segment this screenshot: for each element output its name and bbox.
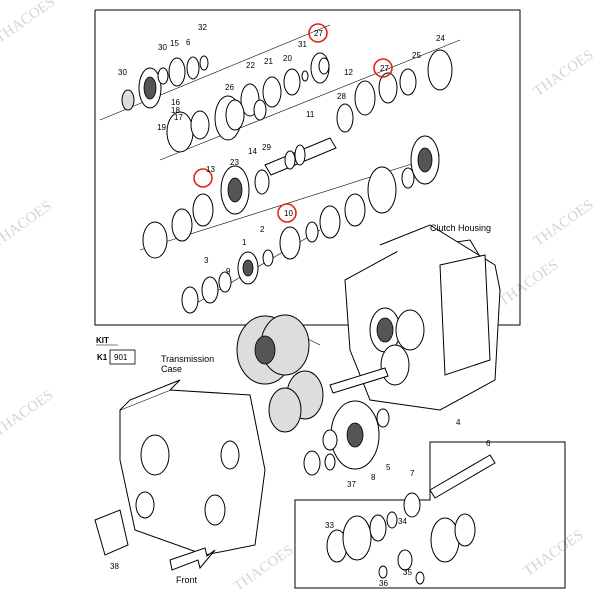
callout: 30 (118, 68, 127, 77)
callout: 26 (225, 83, 234, 92)
front-label: Front (176, 575, 198, 585)
callout: 20 (283, 54, 292, 63)
transmission-case (119, 379, 266, 556)
callout: 35 (403, 568, 412, 577)
kit-label: KIT (96, 336, 109, 345)
callout: 36 (379, 579, 388, 588)
callout: 11 (306, 110, 315, 119)
lower-detail-frame (294, 441, 566, 589)
highlight-part-27 (193, 23, 393, 223)
callout: 31 (298, 40, 307, 49)
callout: 25 (412, 51, 421, 60)
callout: 15 (170, 39, 179, 48)
row4-parts (181, 221, 321, 314)
callout: 38 (110, 562, 119, 571)
callout: 14 (248, 147, 257, 156)
row1-parts (99, 24, 331, 121)
callout: 27 (380, 64, 389, 73)
watermark: THACOES (531, 47, 597, 100)
callout: 7 (410, 469, 415, 478)
callout: 29 (262, 143, 271, 152)
callout: 4 (456, 418, 461, 427)
callout: 30 (158, 43, 167, 52)
callout: 6 (186, 38, 191, 47)
transmission-case-label-1: Transmission (161, 354, 214, 364)
callout: 9 (226, 267, 231, 276)
callout: 24 (436, 34, 445, 43)
callout: 27 (314, 29, 323, 38)
callout: 12 (344, 68, 353, 77)
callout: 21 (264, 57, 273, 66)
callout: 37 (347, 480, 356, 489)
callout: 2 (260, 225, 265, 234)
callout: 5 (386, 463, 391, 472)
callout: 6 (486, 439, 491, 448)
callout: 3 (204, 256, 209, 265)
lower-left-parts (94, 491, 155, 556)
callout: 16 (171, 98, 180, 107)
watermark: THACOES (0, 198, 55, 251)
callout: 1 (242, 238, 247, 247)
callout: 28 (337, 92, 346, 101)
front-arrow-icon (169, 547, 216, 571)
shaft-11 (264, 137, 337, 176)
callout: 34 (398, 517, 407, 526)
callout: 17 (174, 113, 183, 122)
callout: 8 (371, 473, 376, 482)
callout: 32 (198, 23, 207, 32)
callout: 18 (171, 106, 180, 115)
row3-parts (139, 135, 441, 259)
kit-box: KIT K1 901 (96, 336, 136, 365)
watermark: THACOES (496, 257, 562, 310)
callout: 22 (246, 61, 255, 70)
watermark: THACOES (521, 527, 587, 580)
kit-number: 901 (114, 353, 128, 362)
callout: 10 (284, 209, 293, 218)
transmission-case-label-2: Case (161, 364, 182, 374)
callout: 23 (230, 158, 239, 167)
callout-labels: 32 30 15 6 30 16 18 19 17 26 22 21 20 31… (110, 23, 491, 588)
callout: 19 (157, 123, 166, 132)
watermark: THACOES (0, 387, 57, 440)
row2-parts (159, 39, 461, 161)
kit-code: K1 (97, 353, 108, 362)
callout: 13 (206, 165, 215, 174)
annotations: Clutch Housing Transmission Case Front (161, 223, 491, 585)
clutch-housing (344, 224, 501, 411)
lower-right-parts (326, 454, 496, 585)
watermark: THACOES (0, 0, 58, 47)
transmission-gears (236, 314, 390, 476)
watermark: THACOES (531, 197, 597, 250)
callout: 33 (325, 521, 334, 530)
clutch-housing-label: Clutch Housing (430, 223, 491, 233)
watermark: THACOES (231, 542, 297, 595)
